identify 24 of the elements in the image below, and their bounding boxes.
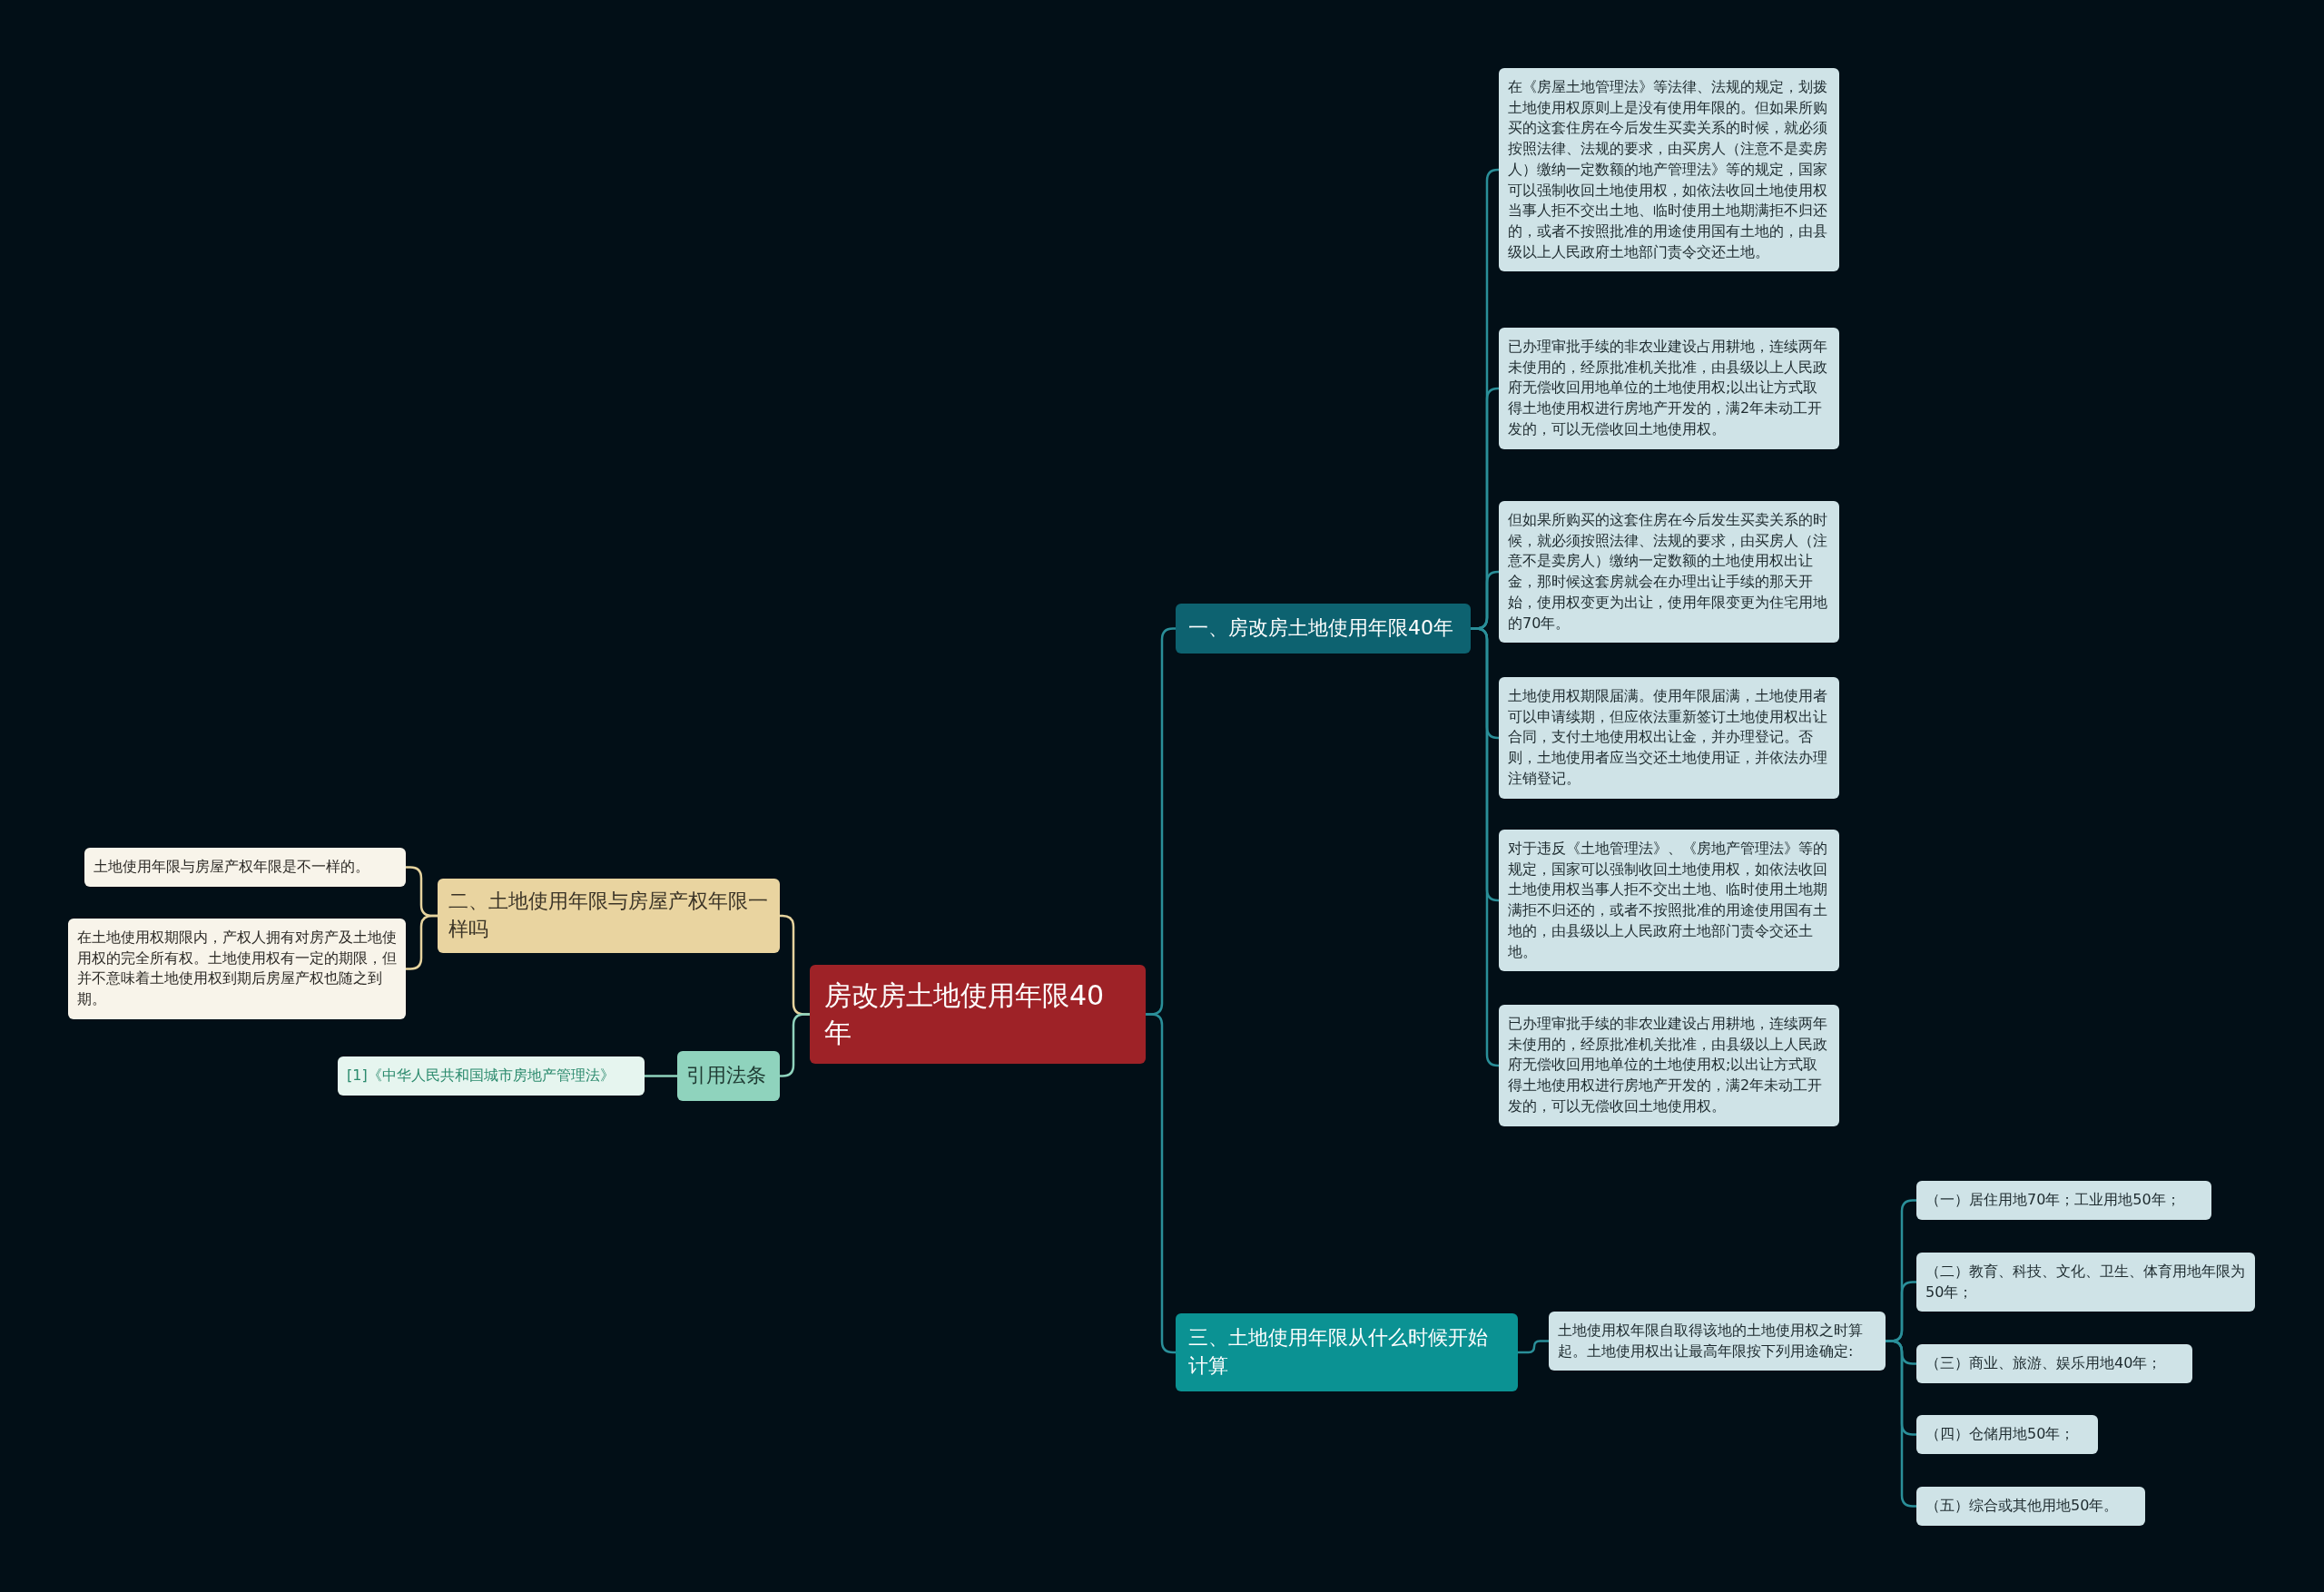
note-card: 土地使用权期限届满。使用年限届满，土地使用者可以申请续期，但应依法重新签订土地使用权出让合同，支付土地使用权出让金，并办理登记。否则，土地使用者应当交还土地使用证，并依法办理注销登记。 bbox=[1499, 677, 1839, 799]
branch-topic: 二、土地使用年限与房屋产权年限一样吗 bbox=[438, 879, 780, 953]
note-card: 但如果所购买的这套住房在今后发生买卖关系的时候，就必须按照法律、法规的要求，由买房人（注意不是卖房人）缴纳一定数额的土地使用权出让金，那时候这套房就会在办理出让手续的那天开始，使用权变更为出让，使用年限变更为住宅用地的70年。 bbox=[1499, 501, 1839, 644]
citation-card: [1]《中华人民共和国城市房地产管理法》 bbox=[338, 1056, 645, 1096]
note-card: （二）教育、科技、文化、卫生、体育用地年限为50年； bbox=[1916, 1253, 2255, 1312]
branch-topic: 一、房改房土地使用年限40年 bbox=[1176, 604, 1471, 654]
note-card: 已办理审批手续的非农业建设占用耕地，连续两年未使用的，经原批准机关批准，由县级以上人民政府无偿收回用地单位的土地使用权;以出让方式取得土地使用权进行房地产开发的，满2年未动工开发的，可以无偿收回土地使用权。 bbox=[1499, 328, 1839, 449]
connector-line bbox=[780, 1013, 810, 1077]
connector-line bbox=[645, 1075, 677, 1077]
note-card: （四）仓储用地50年； bbox=[1916, 1415, 2098, 1454]
connector-line bbox=[1518, 1340, 1549, 1354]
note-card: 对于违反《土地管理法》、《房地产管理法》等的规定，国家可以强制收回土地使用权，如依法收回土地使用权当事人拒不交出土地、临时使用土地期满拒不归还的，或者不按照批准的用途使用国有土地的，由县级以上人民政府土地部门责令交还土地。 bbox=[1499, 830, 1839, 972]
note-card: 土地使用权年限自取得该地的土地使用权之时算起。土地使用权出让最高年限按下列用途确定: bbox=[1549, 1312, 1886, 1371]
branch-topic: 引用法条 bbox=[677, 1051, 780, 1101]
note-card: 在《房屋土地管理法》等法律、法规的规定，划拨土地使用权原则上是没有使用年限的。但如果所购买的这套住房在今后发生买卖关系的时候，就必须按照法律、法规的要求，由买房人（注意不是卖房人）缴纳一定数额的地产管理法》等的规定，国家可以强制收回土地使用权，如依法收回土地使用权当事人拒不交出土地、临时使用土地期满拒不归还的，或者不按照批准的用途使用国有土地的，由县级以上人民政府土地部门责令交还土地。 bbox=[1499, 68, 1839, 272]
note-card: （一）居住用地70年；工业用地50年； bbox=[1916, 1181, 2211, 1220]
branch-topic: 三、土地使用年限从什么时候开始计算 bbox=[1176, 1313, 1518, 1391]
note-card: 已办理审批手续的非农业建设占用耕地，连续两年未使用的，经原批准机关批准，由县级以上人民政府无偿收回用地单位的土地使用权;以出让方式取得土地使用权进行房地产开发的，满2年未动工开发的，可以无偿收回土地使用权。 bbox=[1499, 1005, 1839, 1126]
root-topic: 房改房土地使用年限40年 bbox=[810, 965, 1146, 1064]
connector-line bbox=[1146, 1013, 1176, 1354]
note-card: （五）综合或其他用地50年。 bbox=[1916, 1487, 2145, 1526]
note-card: 土地使用年限与房屋产权年限是不一样的。 bbox=[84, 848, 406, 887]
note-card: 在土地使用权期限内，产权人拥有对房产及土地使用权的完全所有权。土地使用权有一定的期限，但并不意味着土地使用权到期后房屋产权也随之到期。 bbox=[68, 919, 406, 1019]
note-card: （三）商业、旅游、娱乐用地40年； bbox=[1916, 1344, 2192, 1383]
